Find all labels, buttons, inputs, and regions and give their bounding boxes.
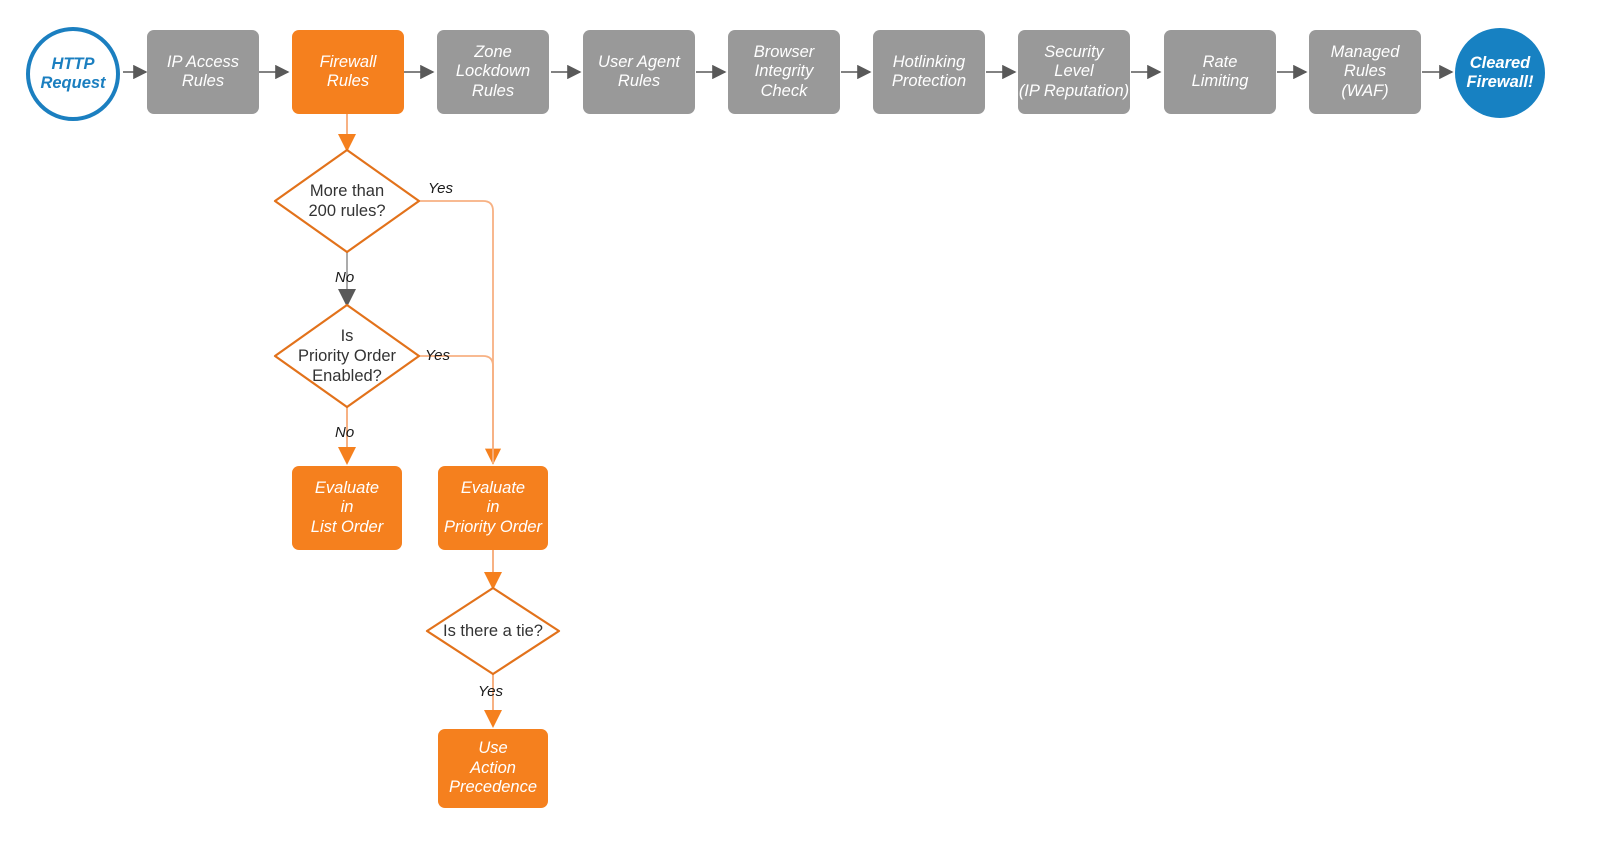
node-security-level[interactable]: Security Level (IP Reputation) [1018,30,1130,114]
node-user-agent-rules-label: User Agent Rules [598,52,680,90]
node-evaluate-in-priority-order-label: Evaluate in Priority Order [443,478,543,536]
node-firewall-rules-label: Firewall Rules [319,52,377,90]
edge-label-no-priority-order-enabled: No [335,424,355,441]
node-security-level-label: Security Level (IP Reputation) [1018,42,1130,100]
decision-is-priority-order-enabled[interactable]: Is Priority Order Enabled? [275,305,419,407]
node-user-agent-rules[interactable]: User Agent Rules [583,30,695,114]
node-http-request-label: HTTP Request [40,54,106,92]
node-hotlinking-protection[interactable]: Hotlinking Protection [873,30,985,114]
node-rate-limiting-label: Rate Limiting [1191,52,1249,90]
edge-label-yes-more-than-200-rules: Yes [428,180,454,197]
node-hotlinking-protection-label: Hotlinking Protection [891,52,967,90]
node-browser-integrity-check-label: Browser Integrity Check [753,42,815,100]
decision-is-there-a-tie[interactable]: Is there a tie? [427,588,559,674]
node-use-action-precedence[interactable]: Use Action Precedence [438,729,548,808]
node-firewall-rules[interactable]: Firewall Rules [292,30,404,114]
node-zone-lockdown-rules[interactable]: Zone Lockdown Rules [437,30,549,114]
node-managed-rules-waf[interactable]: Managed Rules (WAF) [1309,30,1421,114]
arrow-decision1-yes-to-priority-order [418,200,502,465]
node-cleared-firewall[interactable]: Cleared Firewall! [1455,28,1545,118]
edge-label-no-more-than-200-rules: No [335,269,355,286]
arrow-decision2-yes-to-priority-order [418,355,494,463]
node-evaluate-in-list-order[interactable]: Evaluate in List Order [292,466,402,550]
node-ip-access-rules[interactable]: IP Access Rules [147,30,259,114]
node-evaluate-in-priority-order[interactable]: Evaluate in Priority Order [438,466,548,550]
node-managed-rules-waf-label: Managed Rules (WAF) [1330,42,1400,100]
node-use-action-precedence-label: Use Action Precedence [448,739,538,797]
decision-more-than-200-rules-label: More than 200 rules? [308,181,386,220]
node-ip-access-rules-label: IP Access Rules [166,52,240,90]
node-http-request[interactable]: HTTP Request [26,27,120,121]
edge-label-yes-priority-order-enabled: Yes [425,347,451,364]
decision-is-priority-order-enabled-label: Is Priority Order Enabled? [297,326,397,386]
node-browser-integrity-check[interactable]: Browser Integrity Check [728,30,840,114]
decision-is-there-a-tie-label: Is there a tie? [443,621,543,640]
decision-more-than-200-rules[interactable]: More than 200 rules? [275,150,419,252]
edge-label-yes-is-there-a-tie: Yes [478,683,504,700]
node-evaluate-in-list-order-label: Evaluate in List Order [310,478,384,536]
node-zone-lockdown-rules-label: Zone Lockdown Rules [455,42,531,100]
node-cleared-firewall-label: Cleared Firewall! [1466,53,1534,91]
node-rate-limiting[interactable]: Rate Limiting [1164,30,1276,114]
